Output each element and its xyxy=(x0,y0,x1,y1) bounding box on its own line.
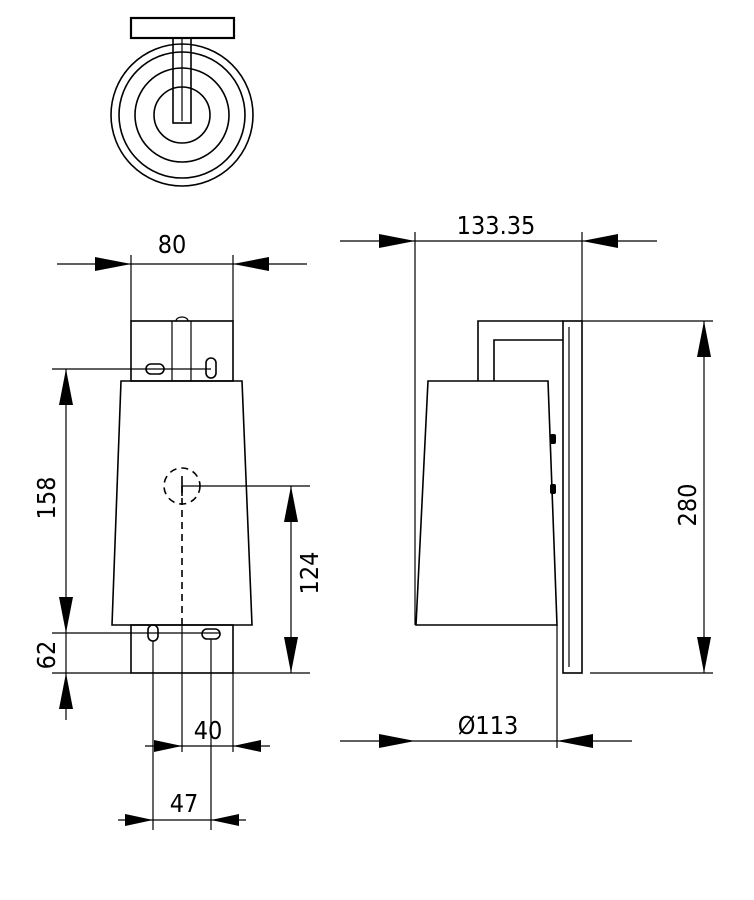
side-view-screw-bottom xyxy=(550,484,556,494)
front-view-slot-top-right xyxy=(205,357,217,379)
front-view-arm-cap xyxy=(175,316,189,322)
dim-133: 133.35 xyxy=(340,211,657,625)
dim-124: 124 xyxy=(182,485,324,674)
dim-40-label: 40 xyxy=(194,716,223,745)
front-view-slot-bottom-right xyxy=(201,628,221,640)
top-view-mounting-bar xyxy=(129,16,236,40)
top-view xyxy=(110,16,254,187)
dim-80: 80 xyxy=(57,230,307,321)
dimension-lines: 80 133.35 Ø113 280 xyxy=(32,211,713,830)
front-view xyxy=(111,316,253,674)
dim-158-label: 158 xyxy=(32,477,61,520)
side-view-arm-outer xyxy=(477,320,563,381)
dim-280-label: 280 xyxy=(673,484,702,527)
dim-40: 40 xyxy=(145,625,270,752)
dim-124-label: 124 xyxy=(295,552,324,595)
side-view-screw-top xyxy=(550,434,556,444)
dim-62: 62 xyxy=(32,633,131,720)
side-view xyxy=(415,320,583,674)
side-view-arm-inner xyxy=(493,339,563,381)
side-view-wall-plate xyxy=(562,320,583,674)
dim-113: Ø113 xyxy=(340,625,632,748)
side-view-shade xyxy=(415,380,558,626)
dim-280: 280 xyxy=(582,320,713,674)
dim-80-label: 80 xyxy=(158,230,187,259)
front-view-shade xyxy=(111,380,253,626)
dim-158: 158 xyxy=(32,368,220,634)
dim-113-label: Ø113 xyxy=(458,711,519,740)
dim-133-label: 133.35 xyxy=(457,211,536,240)
dim-47-label: 47 xyxy=(170,789,199,818)
dim-62-label: 62 xyxy=(32,641,61,670)
dim-47: 47 xyxy=(118,639,246,830)
